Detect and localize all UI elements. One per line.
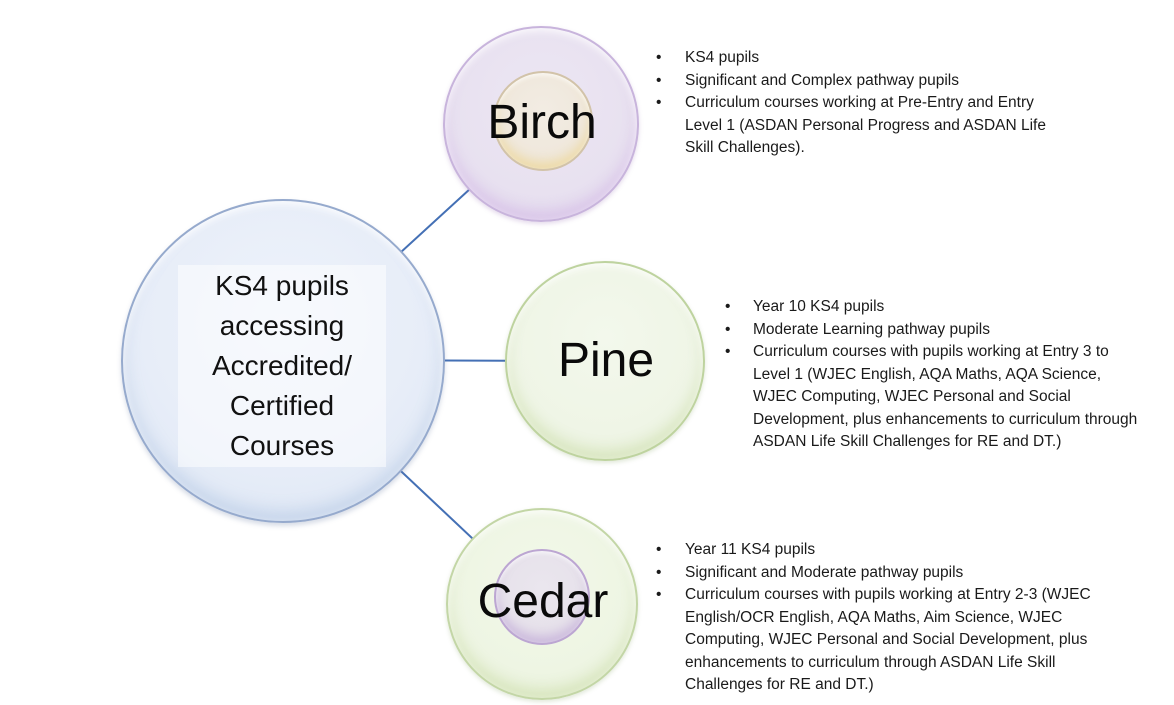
bullet-icon: • (656, 541, 662, 558)
bullet-item: • Year 11 KS4 pupils (650, 539, 1120, 562)
bullet-item: • Curriculum courses with pupils working… (719, 341, 1139, 454)
bullet-item: • Significant and Complex pathway pupils (650, 70, 1070, 93)
bullet-icon: • (656, 586, 662, 603)
bullet-icon: • (725, 320, 731, 338)
pine-bullet-list: • Year 10 KS4 pupils • Moderate Learning… (719, 296, 1139, 454)
bullet-item: • Curriculum courses working at Pre-Entr… (650, 92, 1070, 160)
bullet-item: • Significant and Moderate pathway pupil… (650, 562, 1120, 585)
bullet-text: Curriculum courses with pupils working a… (685, 586, 1091, 693)
bullet-icon: • (656, 94, 662, 111)
bullet-item: • Curriculum courses with pupils working… (650, 584, 1120, 697)
pine-node-label: Pine (557, 334, 655, 387)
bullet-text: Curriculum courses with pupils working a… (753, 343, 1138, 450)
center-node-label: KS4 pupils accessing Accredited/ Certifi… (211, 270, 353, 461)
cedar-bullet-list: • Year 11 KS4 pupils • Significant and M… (650, 539, 1120, 697)
birch-node-label: Birch (487, 96, 597, 149)
bullet-text: Significant and Complex pathway pupils (685, 71, 959, 89)
cedar-node-label: Cedar (477, 575, 609, 628)
bullet-text: Moderate Learning pathway pupils (753, 320, 990, 338)
cedar-node-inner-circle (494, 549, 590, 645)
bullet-text: Significant and Moderate pathway pupils (685, 563, 964, 581)
bullet-icon: • (656, 563, 662, 581)
bullet-text: Year 10 KS4 pupils (753, 298, 885, 315)
bullet-item: • Year 10 KS4 pupils (719, 296, 1139, 319)
bullet-item: • Moderate Learning pathway pupils (719, 319, 1139, 342)
birch-node-inner-circle (493, 71, 593, 171)
pine-node-circle (505, 261, 705, 461)
bullet-text: Curriculum courses working at Pre-Entry … (685, 94, 1046, 156)
bullet-text: Year 11 KS4 pupils (685, 541, 816, 558)
bullet-icon: • (725, 343, 731, 360)
bullet-icon: • (725, 298, 731, 315)
bullet-icon: • (656, 49, 662, 66)
center-node-label-box: KS4 pupils accessing Accredited/ Certifi… (178, 265, 386, 467)
birch-bullet-list: • KS4 pupils • Significant and Complex p… (650, 47, 1070, 160)
bullet-text: KS4 pupils (685, 49, 760, 66)
bullet-icon: • (656, 71, 662, 89)
bullet-item: • KS4 pupils (650, 47, 1070, 70)
